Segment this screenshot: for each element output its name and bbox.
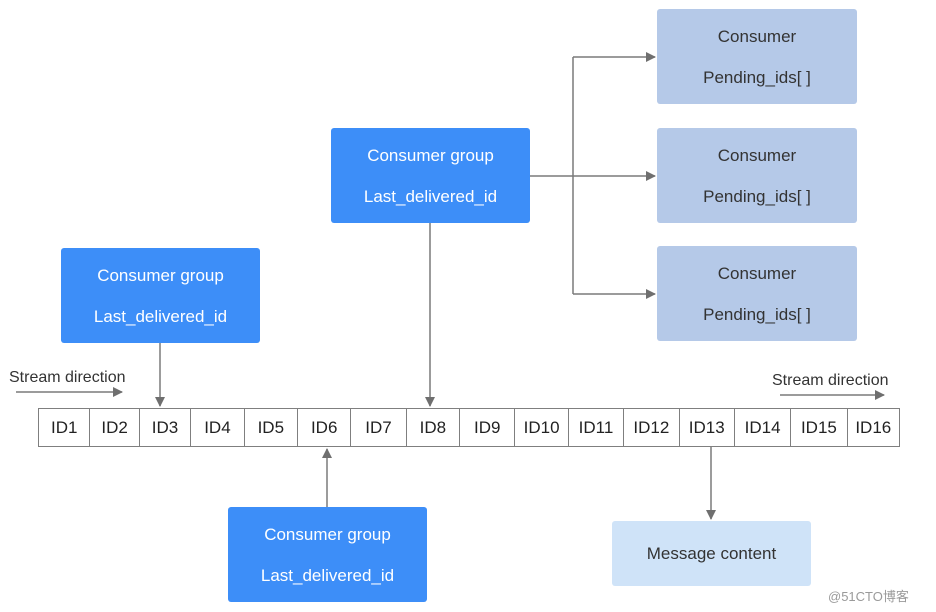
stream-id-cell: ID4 bbox=[191, 409, 245, 446]
consumer-box: Consumer Pending_ids[ ] bbox=[657, 246, 857, 341]
pending-ids-label: Pending_ids[ ] bbox=[703, 186, 811, 206]
stream-direction-label-right: Stream direction bbox=[772, 372, 889, 389]
stream-id-cell: ID16 bbox=[855, 417, 892, 437]
consumer-box: Consumer Pending_ids[ ] bbox=[657, 128, 857, 223]
watermark: @51CTO博客 bbox=[828, 589, 909, 604]
stream-id-cell: ID1 bbox=[39, 409, 91, 446]
consumer-group-title: Consumer group bbox=[367, 145, 494, 165]
consumer-group-box: Consumer group Last_delivered_id bbox=[331, 128, 530, 223]
stream-id-cell: ID10 bbox=[515, 409, 569, 446]
message-content-label: Message content bbox=[646, 544, 777, 563]
pending-ids-label: Pending_ids[ ] bbox=[703, 67, 811, 87]
stream-id-cell: ID3 bbox=[140, 409, 192, 446]
consumer-box: Consumer Pending_ids[ ] bbox=[657, 9, 857, 104]
stream-id-cell: ID9 bbox=[460, 409, 516, 446]
stream-id-cell: ID8 bbox=[407, 409, 461, 446]
stream-id-cell: ID5 bbox=[245, 409, 298, 446]
last-delivered-id-label: Last_delivered_id bbox=[260, 565, 395, 585]
last-delivered-id-label: Last_delivered_id bbox=[363, 186, 498, 206]
pending-ids-label: Pending_ids[ ] bbox=[703, 304, 811, 324]
message-content-box: Message content bbox=[612, 521, 811, 586]
stream-id-cell: ID2 bbox=[90, 409, 140, 446]
stream-direction-label-left: Stream direction bbox=[9, 369, 126, 386]
stream-id-cell: ID6 bbox=[298, 409, 352, 446]
stream-id-cell: ID14 bbox=[735, 409, 792, 446]
consumer-title: Consumer bbox=[717, 263, 797, 283]
stream-id-cell: ID11 bbox=[569, 409, 625, 446]
consumer-group-title: Consumer group bbox=[97, 265, 224, 285]
stream-id-cell: ID15 bbox=[791, 409, 848, 446]
consumer-group-box: Consumer group Last_delivered_id bbox=[228, 507, 427, 602]
consumer-title: Consumer bbox=[717, 145, 797, 165]
stream-id-cell: ID13 bbox=[680, 409, 735, 446]
consumer-title: Consumer bbox=[717, 26, 797, 46]
consumer-group-box: Consumer group Last_delivered_id bbox=[61, 248, 260, 343]
last-delivered-id-label: Last_delivered_id bbox=[93, 306, 228, 326]
stream-id-cell: ID12 bbox=[624, 409, 680, 446]
stream-id-cell: ID7 bbox=[351, 409, 407, 446]
stream-id-row: ID1 ID2 ID3 ID4 ID5 ID6 ID7 ID8 ID9 ID10… bbox=[38, 408, 900, 447]
consumer-group-title: Consumer group bbox=[264, 524, 391, 544]
